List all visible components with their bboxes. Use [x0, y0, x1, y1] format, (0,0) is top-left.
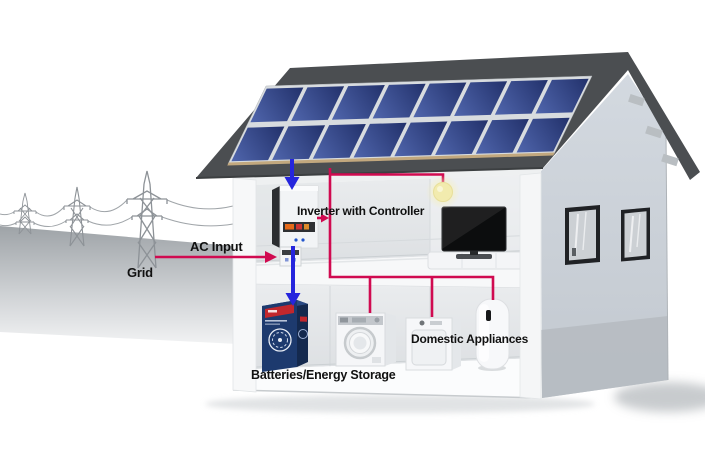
pylon-medium — [63, 186, 91, 247]
ac-input-arrow — [155, 251, 277, 263]
grid-pylons — [13, 170, 168, 269]
cut-edge-left — [232, 177, 257, 393]
window-right — [621, 207, 650, 262]
inverter-label: Inverter with Controller — [297, 204, 425, 218]
solar-panel-array — [227, 76, 592, 166]
battery-storage-unit — [262, 300, 308, 372]
pylon-large — [126, 170, 168, 269]
cut-edge-right — [519, 172, 542, 400]
inverter-output-arrow — [317, 213, 329, 223]
dishwasher — [405, 317, 461, 371]
inverter-with-controller — [272, 185, 319, 249]
panel-to-inverter-arrow — [284, 159, 300, 190]
window-left — [565, 205, 600, 265]
grid-label: Grid — [127, 265, 153, 280]
ac-input-socket — [279, 246, 302, 267]
tv — [427, 206, 531, 270]
batteries-label: Batteries/Energy Storage — [251, 368, 396, 382]
water-heater — [475, 298, 510, 371]
dc-flow-arrows — [284, 159, 301, 306]
gable-wall — [541, 74, 669, 398]
inverter-to-battery-arrow — [285, 246, 301, 306]
pylon-small — [13, 192, 37, 235]
base-slab — [233, 358, 541, 398]
washing-machine — [335, 312, 396, 367]
light-bulb — [426, 175, 460, 209]
power-lines — [0, 199, 234, 227]
ac-input-label: AC Input — [190, 239, 243, 254]
rafter-tails — [628, 94, 679, 167]
domestic-appliances-label: Domestic Appliances — [411, 332, 529, 346]
